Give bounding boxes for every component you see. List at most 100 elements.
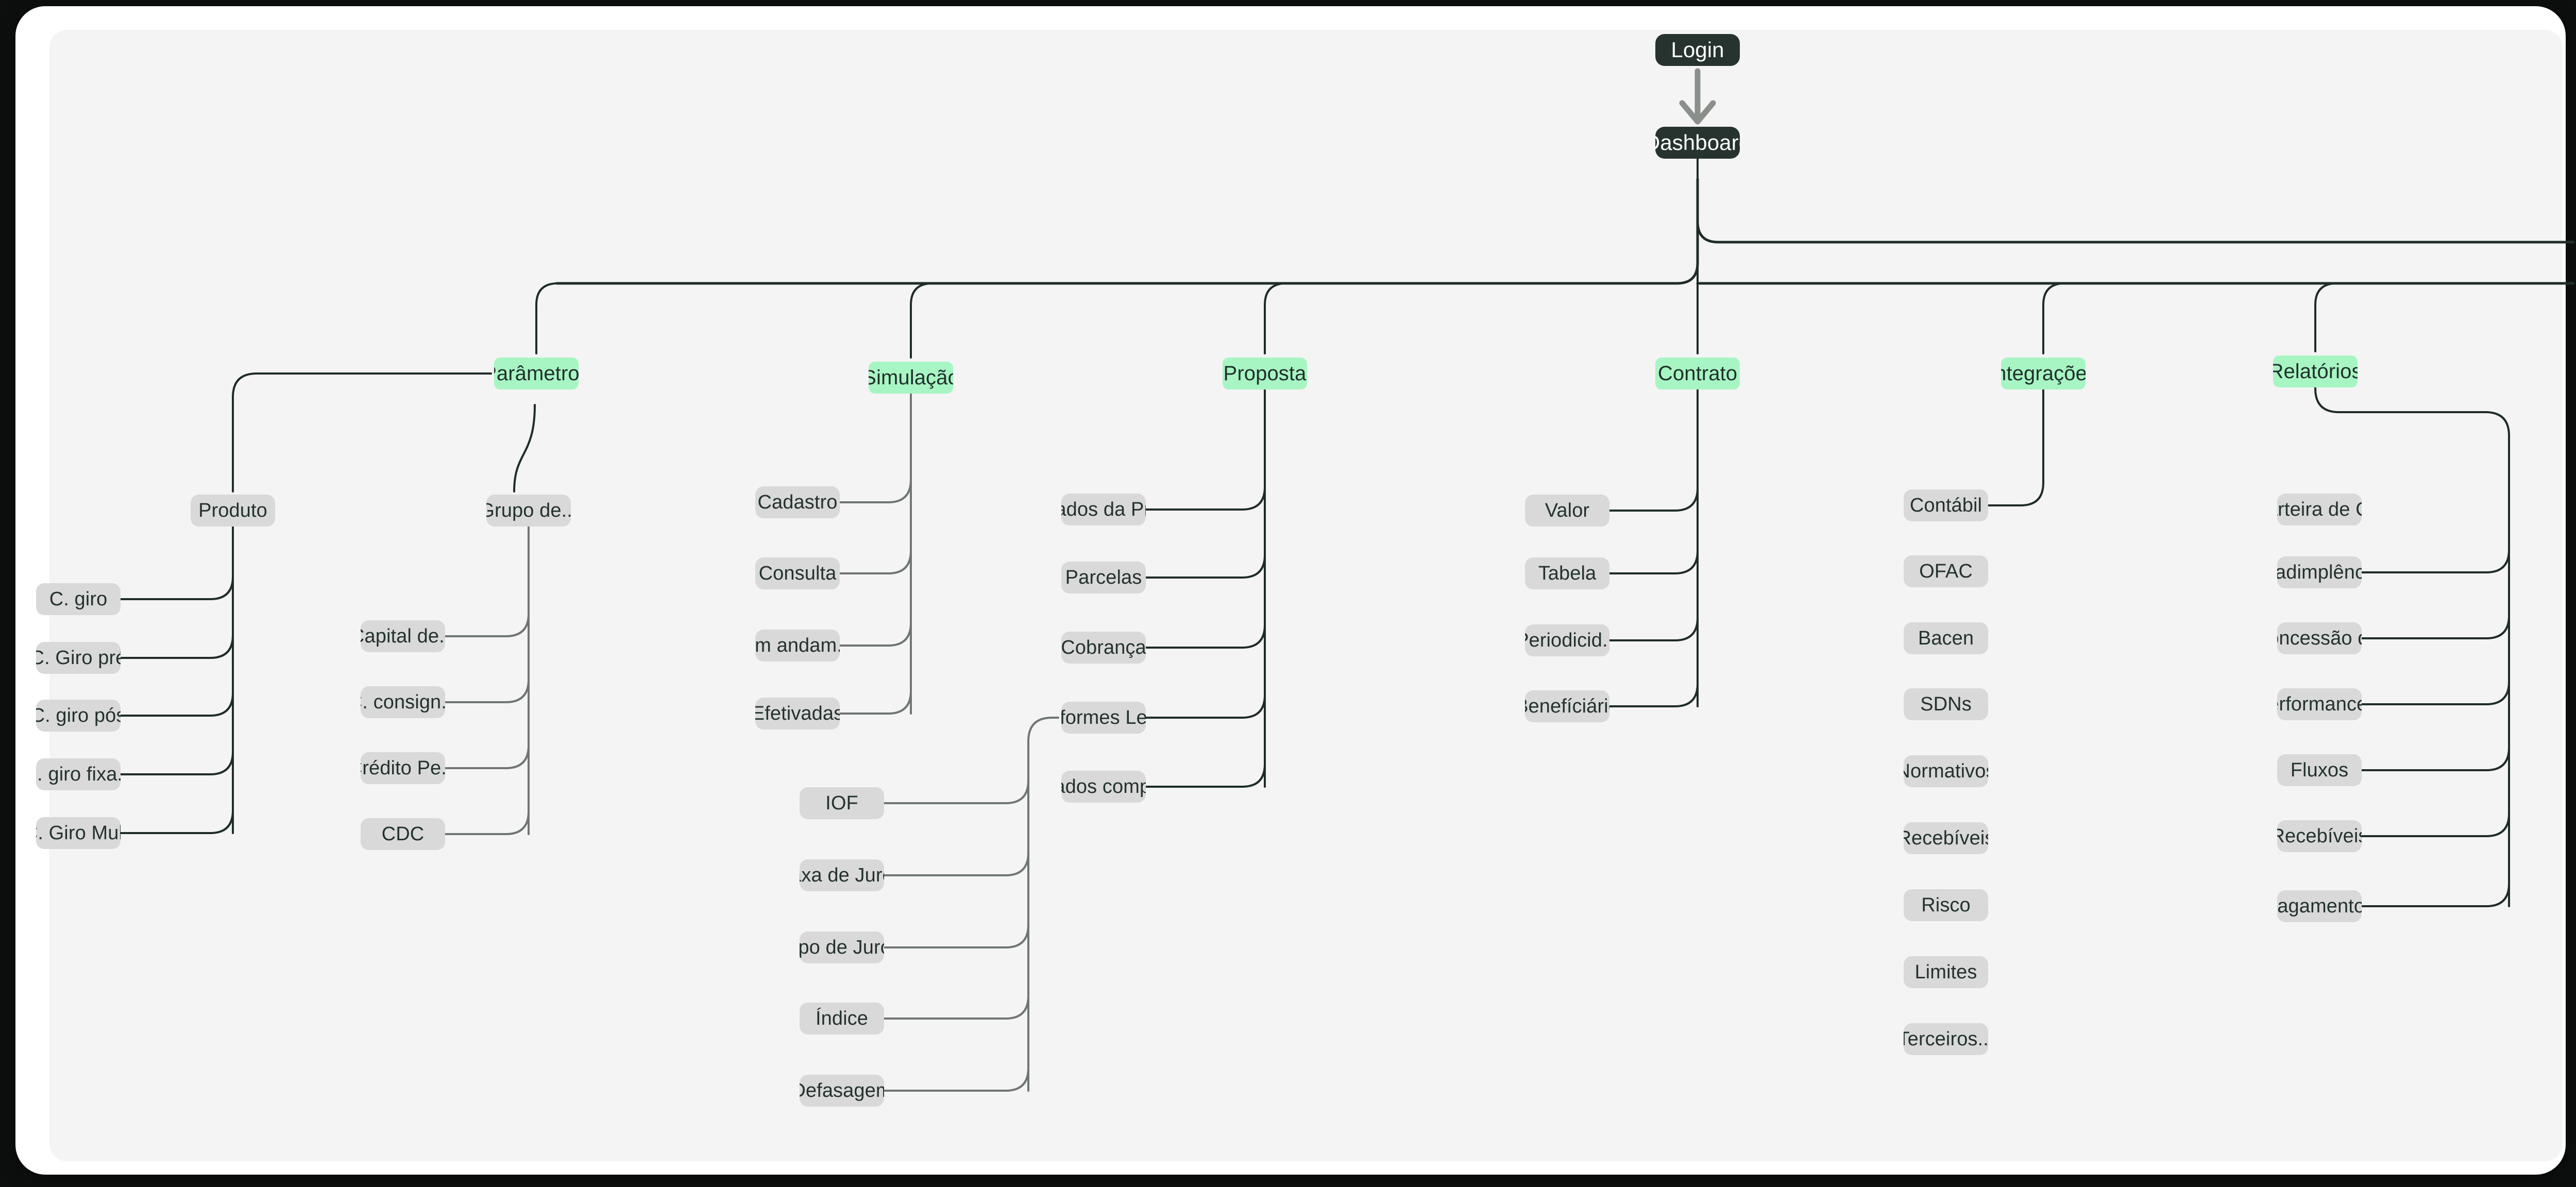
leaf-node-carteira-de-c[interactable]: Carteira de C... xyxy=(2277,494,2362,525)
edge xyxy=(2361,549,2510,573)
edge xyxy=(883,995,1029,1020)
edge xyxy=(2314,282,2338,352)
root-node-dashboard[interactable]: Dashboard xyxy=(1655,127,1740,159)
edge xyxy=(444,679,530,703)
leaf-node-tipo-de-juros[interactable]: Tipo de Juros xyxy=(800,931,884,963)
edge xyxy=(883,779,1029,804)
edge xyxy=(839,690,912,715)
edge xyxy=(1608,617,1699,641)
edge xyxy=(883,924,1029,948)
edge xyxy=(444,744,530,769)
edge xyxy=(2361,747,2510,771)
edge xyxy=(120,692,234,717)
leaf-node-risco[interactable]: Risco xyxy=(1904,889,1988,921)
edge xyxy=(1608,550,1699,574)
edge xyxy=(1608,683,1699,707)
leaf-node-capital-de[interactable]: Capital de... xyxy=(361,620,445,652)
edge xyxy=(839,479,912,503)
leaf-node-c-giro-pre[interactable]: C. Giro pré xyxy=(36,642,121,674)
edge xyxy=(1145,763,1266,788)
edge xyxy=(120,634,234,659)
leaf-node-cadastro[interactable]: Cadastro xyxy=(755,486,840,518)
edge xyxy=(2361,812,2510,837)
category-node-parametros[interactable]: Parâmetros xyxy=(494,358,579,389)
leaf-node-valor[interactable]: Valor xyxy=(1525,495,1609,527)
edge xyxy=(1145,486,1266,511)
edge xyxy=(2361,615,2510,639)
edge xyxy=(232,372,492,493)
leaf-node-c-giro[interactable]: C. giro xyxy=(36,583,121,615)
edge xyxy=(120,751,234,775)
leaf-node-informes-le[interactable]: Informes Le... xyxy=(1061,702,1146,734)
leaf-node-normativos[interactable]: Normativos xyxy=(1904,755,1988,787)
leaf-node-efetivadas[interactable]: Efetivadas xyxy=(755,698,840,730)
edge xyxy=(2314,386,2510,907)
down-arrow-icon xyxy=(1679,100,1716,125)
diagram-canvas[interactable] xyxy=(49,30,2563,1161)
leaf-node-recebiveis[interactable]: Recebíveis xyxy=(2277,820,2362,852)
leaf-node-iof[interactable]: IOF xyxy=(800,787,884,819)
edge xyxy=(1145,624,1266,649)
category-node-integracoes[interactable]: Integrações xyxy=(2001,358,2086,389)
leaf-node-parcelas[interactable]: Parcelas xyxy=(1061,562,1146,594)
edge xyxy=(910,282,934,359)
category-node-contrato[interactable]: Contrato xyxy=(1655,358,1740,389)
leaf-node-contabil[interactable]: Contábil xyxy=(1904,489,1988,521)
leaf-node-recebiveis[interactable]: Recebíveis xyxy=(1904,822,1988,854)
leaf-node-terceiros[interactable]: Terceiros... xyxy=(1904,1023,1988,1055)
edge xyxy=(120,575,234,600)
edge xyxy=(839,622,912,647)
leaf-node-inadimplencia[interactable]: Inadimplência xyxy=(2277,556,2362,588)
edge xyxy=(535,282,559,354)
edge xyxy=(1145,694,1266,719)
group-header-produto[interactable]: Produto xyxy=(191,495,275,527)
edge xyxy=(513,404,536,493)
leaf-node-taxa-de-juros[interactable]: Taxa de Juros xyxy=(800,859,884,891)
leaf-node-indice[interactable]: Índice xyxy=(800,1003,884,1035)
edge xyxy=(2361,883,2510,907)
leaf-node-dados-da-pr[interactable]: Dados da Pr... xyxy=(1061,494,1146,525)
leaf-node-bacen[interactable]: Bacen xyxy=(1904,622,1988,654)
edge xyxy=(1264,282,1287,354)
edge xyxy=(120,809,234,834)
edge xyxy=(883,852,1029,876)
leaf-node-cobranca[interactable]: Cobrança xyxy=(1061,632,1146,664)
leaf-node-cdc[interactable]: CDC xyxy=(361,818,445,850)
edge xyxy=(1696,178,2575,244)
edge xyxy=(839,550,912,574)
group-header-grupo-de[interactable]: Grupo de... xyxy=(486,495,571,527)
leaf-node-periodicid[interactable]: Periodicid... xyxy=(1525,624,1609,656)
edge xyxy=(444,613,530,637)
edge xyxy=(2042,282,2066,354)
category-node-relatorios[interactable]: Relatórios xyxy=(2273,355,2358,387)
leaf-node-defasagem[interactable]: Defasagem xyxy=(800,1075,884,1107)
leaf-node-consulta[interactable]: Consulta xyxy=(755,557,840,589)
leaf-node-beneficiario[interactable]: Benefíciário xyxy=(1525,690,1609,722)
edge xyxy=(1987,388,2044,506)
category-node-proposta[interactable]: Proposta xyxy=(1223,358,1307,389)
category-node-simulacao[interactable]: Simulação xyxy=(869,362,953,394)
leaf-node-tabela[interactable]: Tabela xyxy=(1525,557,1609,589)
edge xyxy=(1608,487,1699,512)
leaf-node-em-andam[interactable]: Em andam... xyxy=(755,630,840,662)
leaf-node-limites[interactable]: Limites xyxy=(1904,956,1988,988)
leaf-node-credito-pe[interactable]: Crédito Pe... xyxy=(361,752,445,784)
leaf-node-c-giro-fixa[interactable]: C. giro fixa... xyxy=(36,758,121,790)
leaf-node-ofac[interactable]: OFAC xyxy=(1904,555,1988,587)
leaf-node-fluxos[interactable]: Fluxos xyxy=(2277,754,2362,786)
edge xyxy=(2361,681,2510,705)
leaf-node-sdns[interactable]: SDNs xyxy=(1904,688,1988,720)
diagram-card xyxy=(15,6,2566,1175)
edge xyxy=(1027,717,1059,1092)
leaf-node-pagamentos[interactable]: Pagamentos xyxy=(2277,890,2362,922)
leaf-node-dados-comp[interactable]: Dados comp... xyxy=(1061,771,1146,803)
leaf-node-c-giro-pos[interactable]: C. giro pós xyxy=(36,700,121,732)
leaf-node-concessao-d[interactable]: Concessão d... xyxy=(2277,622,2362,654)
leaf-node-c-giro-multi[interactable]: C. Giro Multi xyxy=(36,817,121,849)
leaf-node-performance[interactable]: Performance... xyxy=(2277,688,2362,720)
root-node-login[interactable]: Login xyxy=(1655,34,1740,66)
leaf-node-c-consign[interactable]: C. consign... xyxy=(361,686,445,718)
edge xyxy=(1145,554,1266,579)
